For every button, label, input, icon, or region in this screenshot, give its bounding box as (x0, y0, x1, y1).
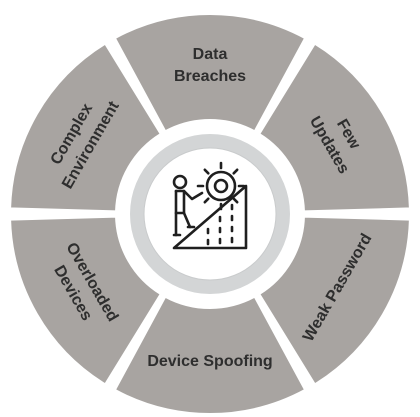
segment-label-device-spoofing: Device Spoofing (147, 353, 272, 370)
segment-label-line: Device Spoofing (147, 353, 272, 370)
segment-complex-environment (9, 42, 162, 213)
segment-data-breaches (113, 13, 307, 133)
segment-label-line: Breaches (174, 68, 246, 85)
slope-icon (172, 184, 248, 250)
center-disc (143, 147, 277, 281)
person-climbing-gear-icon (172, 161, 248, 250)
segment-overloaded-devices (9, 215, 162, 386)
segment-few-updates (258, 42, 411, 213)
climber-figure-icon (172, 174, 204, 237)
segment-weak-password (258, 215, 411, 386)
segments-layer (9, 13, 411, 415)
segment-device-spoofing (113, 295, 307, 415)
gear-icon (196, 161, 246, 211)
segment-label-line: Data (193, 46, 228, 63)
